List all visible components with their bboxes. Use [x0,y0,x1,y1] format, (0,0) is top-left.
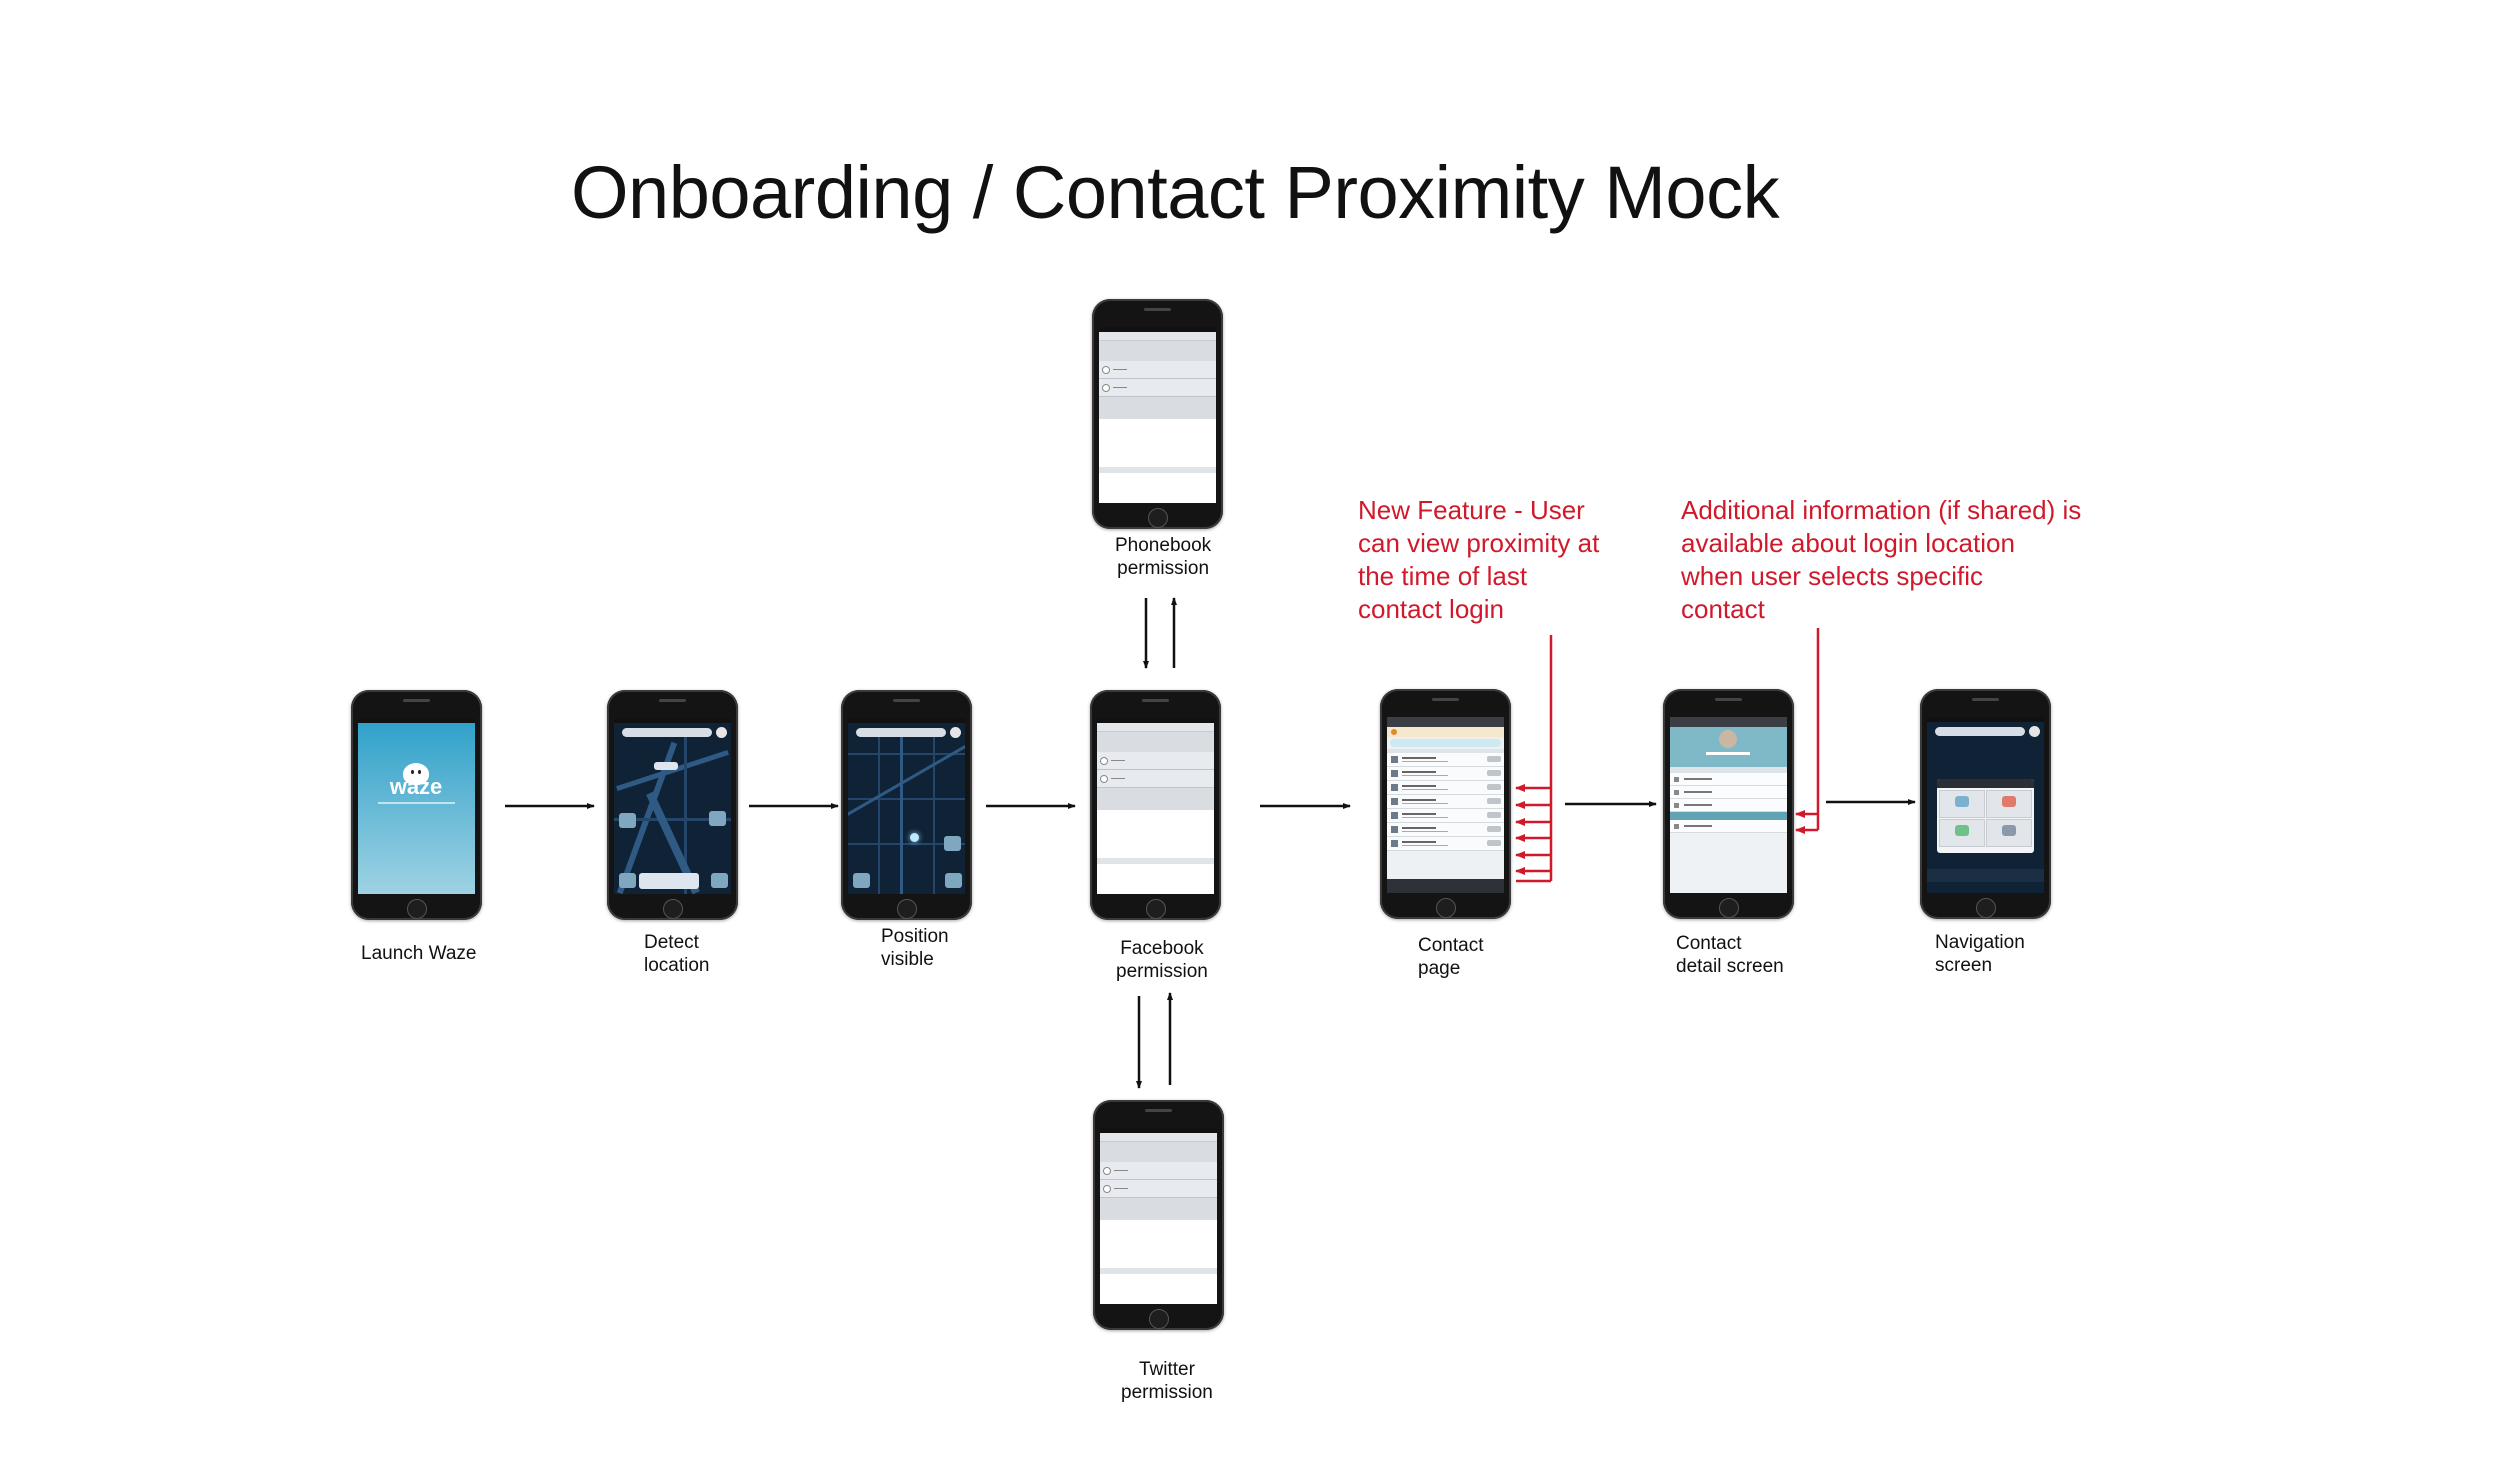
splash-screen: waze [358,718,475,894]
detect-location-phone [607,690,738,920]
caption-contact-detail: Contact detail screen [1676,933,1784,977]
report-icon [709,811,726,826]
connection-request-dialog [1100,1128,1217,1304]
search-icon [2029,726,2040,737]
caption-contact-page: Contact page [1418,935,1484,979]
layers-icon [619,813,636,828]
waze-logo: waze [389,774,443,799]
search-icon [950,727,961,738]
page-title: Onboarding / Contact Proximity Mock [571,151,1780,234]
friends-list-screen [1387,717,1504,893]
report-button-icon [711,873,728,888]
facebook-permission-phone [1090,690,1221,920]
friend-detail-screen [1670,717,1787,893]
twitter-permission-phone [1093,1100,1224,1330]
list-item [1387,809,1504,823]
connection-request-dialog [1097,718,1214,894]
list-item [1387,767,1504,781]
current-location-marker [910,833,919,842]
search-bar [856,728,946,737]
caption-detect: Detect location [644,932,710,976]
phonebook-permission-phone [1092,299,1223,529]
detail-callout-bracket [1795,628,1820,834]
caption-facebook: Facebook permission [1116,938,1208,982]
list-item [1387,753,1504,767]
waze-mascot-icon [403,763,429,785]
list-item [1387,837,1504,851]
list-item [1387,795,1504,809]
list-item [1387,781,1504,795]
search-bar [622,728,712,737]
annotation-new-feature: New Feature - User can view proximity at… [1358,495,1600,624]
launch-waze-phone: waze [351,690,482,920]
contact-search-bar [1390,739,1501,747]
search-icon [716,727,727,738]
menu-icon [853,873,870,888]
caption-phonebook: Phonebook permission [1115,535,1212,579]
home-button [407,899,427,919]
list-item [1387,823,1504,837]
map-screen [614,718,731,894]
search-bar [1935,727,2025,736]
report-icon [944,836,961,851]
navigation-phone [1920,689,2051,919]
contact-page-phone [1380,689,1511,919]
caption-twitter: Twitter permission [1121,1359,1213,1403]
caption-launch: Launch Waze [361,943,477,964]
proximity-callout-bracket [1515,635,1553,883]
contact-detail-phone [1663,689,1794,919]
caption-position: Position visible [881,926,949,970]
annotation-additional-info: Additional information (if shared) is av… [1681,495,2082,624]
position-visible-phone [841,690,972,920]
avatar [1719,730,1737,748]
main-menu [1937,779,2034,853]
menu-icon [619,873,636,888]
report-button-icon [945,873,962,888]
connection-request-dialog [1099,327,1216,503]
map-screen [848,718,965,894]
navigation-screen [1927,717,2044,893]
caption-navigation: Navigation screen [1935,932,2025,976]
